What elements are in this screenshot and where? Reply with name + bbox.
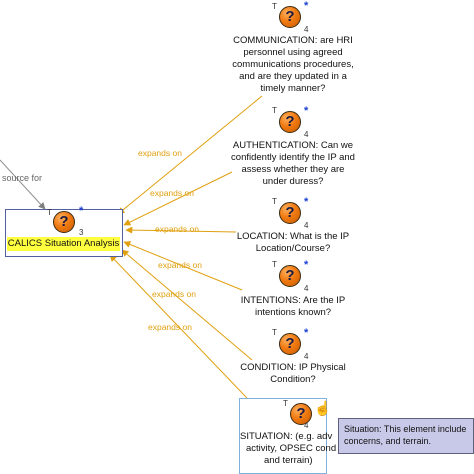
- star-icon: *: [304, 105, 309, 117]
- question-icon[interactable]: ?: [279, 6, 301, 28]
- text-line: under duress?: [262, 176, 324, 187]
- text-line: assess whether they are: [241, 164, 345, 175]
- child-count: 4: [304, 421, 309, 430]
- situation-node[interactable]: [239, 398, 327, 474]
- edge-label: expands on: [138, 148, 182, 158]
- child-count: 4: [304, 221, 309, 230]
- text-line: timely manner?: [260, 83, 326, 94]
- text-line: LOCATION: What is the IP: [236, 231, 350, 242]
- edge-situation[interactable]: [109, 254, 269, 421]
- text-line: CONDITION: IP Physical: [240, 362, 346, 373]
- tooltip-line: Situation: This element include: [344, 424, 467, 434]
- type-marker: T: [272, 328, 277, 337]
- type-marker: T: [272, 197, 277, 206]
- edge-intentions[interactable]: [123, 241, 243, 291]
- star-icon: *: [304, 327, 309, 339]
- text-line: SITUATION: (e.g. adv: [240, 431, 333, 442]
- child-count: 3: [79, 228, 84, 237]
- question-icon[interactable]: ?: [279, 202, 301, 224]
- edge-communication[interactable]: [117, 95, 263, 215]
- text-line: confidently identify the IP and: [231, 152, 355, 163]
- edge-condition[interactable]: [121, 249, 253, 361]
- text-line: INTENTIONS: Are the IP: [240, 295, 346, 306]
- question-icon[interactable]: ?: [279, 111, 301, 133]
- calics-label[interactable]: CALICS Situation Analysis: [7, 237, 120, 251]
- child-count: 4: [304, 284, 309, 293]
- question-icon[interactable]: ?: [290, 403, 312, 425]
- type-marker: T: [47, 208, 52, 217]
- node-condition-text[interactable]: CONDITION: IP Physical Condition?: [238, 362, 348, 386]
- edge-label: expands on: [158, 260, 202, 270]
- child-count: 4: [304, 25, 309, 34]
- text-line: communications procedures,: [232, 59, 354, 70]
- edge-label: expands on: [150, 188, 194, 198]
- node-authentication-text[interactable]: AUTHENTICATION: Can we confidently ident…: [224, 140, 362, 188]
- text-line: AUTHENTICATION: Can we: [232, 140, 354, 151]
- type-marker: T: [272, 260, 277, 269]
- node-communication-text[interactable]: COMMUNICATION: are HRI personnel using a…: [220, 35, 366, 95]
- edge-label: expands on: [155, 224, 199, 234]
- question-icon[interactable]: ?: [279, 265, 301, 287]
- star-icon: *: [304, 0, 309, 12]
- hand-cursor-icon: ☝: [314, 400, 332, 416]
- source-for-label: source for: [2, 173, 43, 183]
- edge-label: expands on: [152, 289, 196, 299]
- text-line: intentions known?: [254, 307, 332, 318]
- edge-authentication[interactable]: [123, 171, 233, 226]
- text-line: Condition?: [270, 374, 316, 385]
- type-marker: T: [283, 399, 288, 408]
- text-line: and are they updated in a: [239, 71, 347, 82]
- question-icon[interactable]: ?: [279, 333, 301, 355]
- edge-label: expands on: [148, 322, 192, 332]
- text-line: COMMUNICATION: are HRI: [233, 35, 353, 46]
- text-line: Location/Course?: [255, 243, 331, 254]
- star-icon: *: [79, 205, 84, 217]
- type-marker: T: [272, 106, 277, 115]
- star-icon: *: [304, 196, 309, 208]
- tooltip-line: concerns, and terrain.: [344, 436, 432, 446]
- text-line: and terrain): [264, 455, 313, 466]
- child-count: 4: [304, 352, 309, 361]
- node-situation-text[interactable]: SITUATION: (e.g. adv activity, OPSEC con…: [240, 431, 338, 467]
- child-count: 4: [304, 130, 309, 139]
- text-line: activity, OPSEC cond: [246, 443, 337, 454]
- node-intentions-text[interactable]: INTENTIONS: Are the IP intentions known?: [236, 295, 350, 319]
- star-icon: *: [304, 259, 309, 271]
- edge-source-for: [0, 159, 46, 210]
- text-line: personnel using agreed: [243, 47, 343, 58]
- situation-tooltip: Situation: This element include concerns…: [338, 418, 474, 454]
- node-location-text[interactable]: LOCATION: What is the IP Location/Course…: [230, 231, 356, 255]
- question-icon[interactable]: ?: [53, 211, 75, 233]
- edge-location[interactable]: [125, 226, 237, 234]
- type-marker: T: [272, 2, 277, 11]
